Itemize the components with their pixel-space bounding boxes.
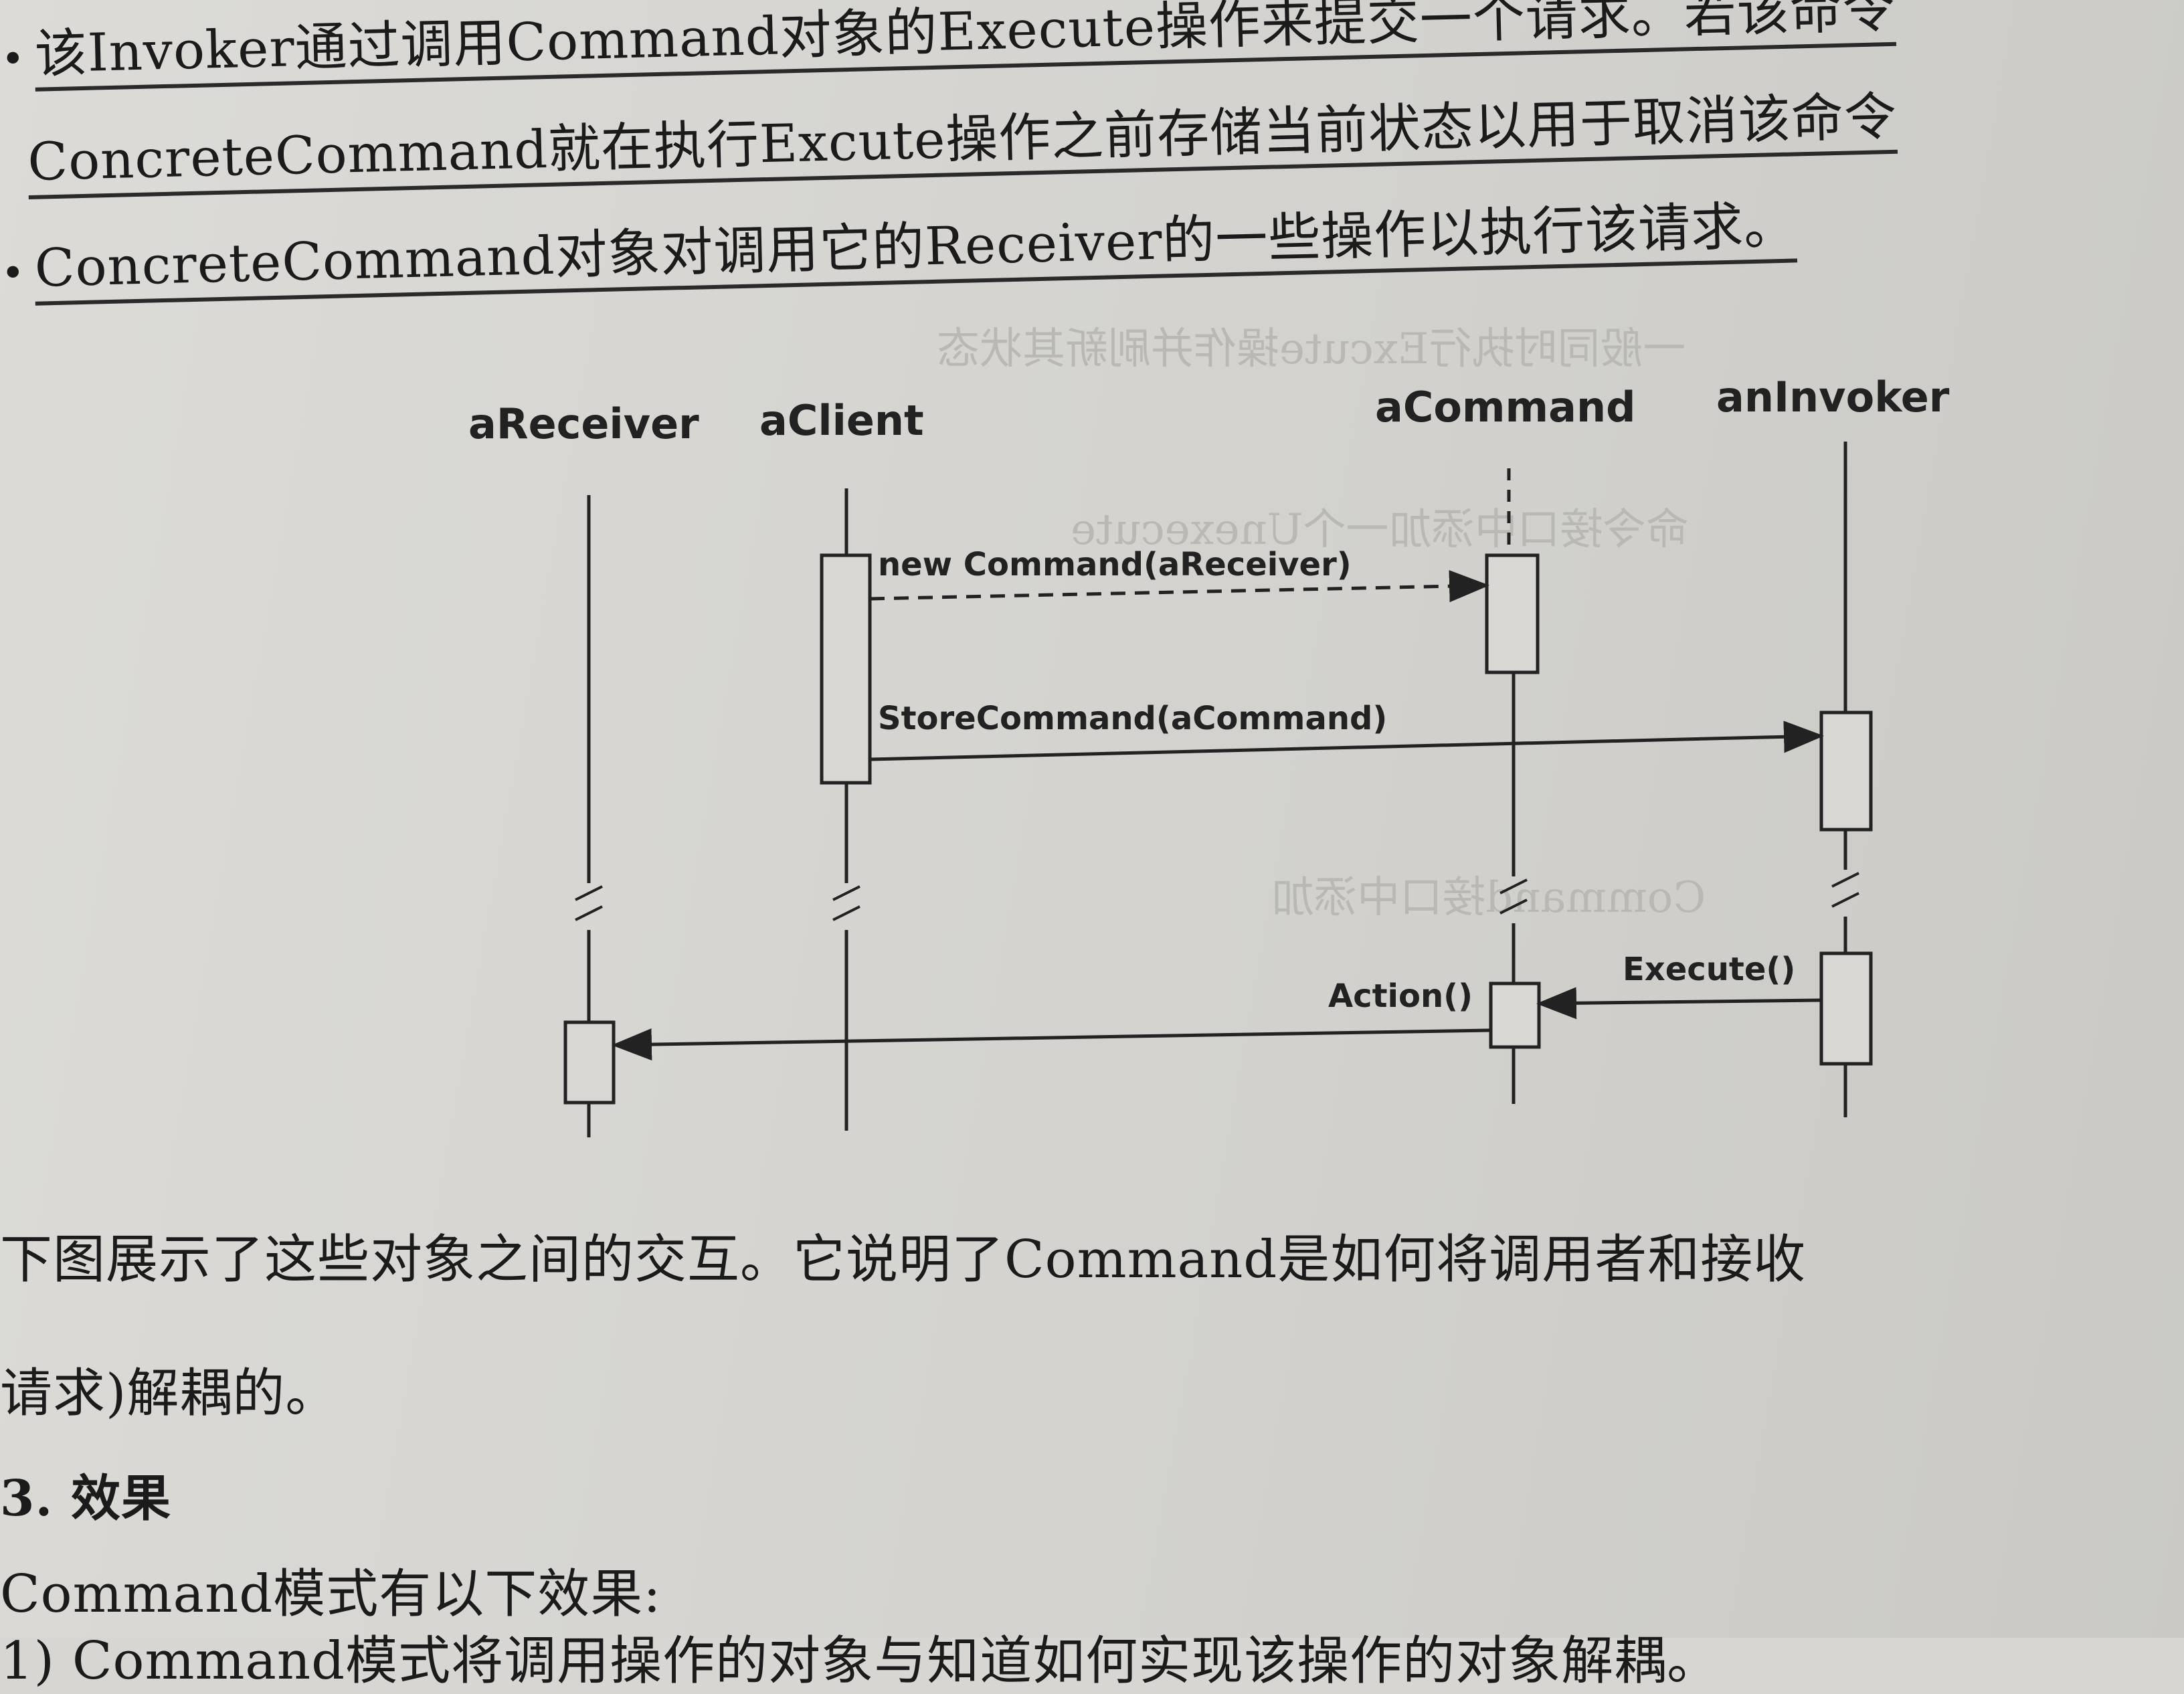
activation-aninvoker-store xyxy=(1819,711,1873,832)
break-mark xyxy=(1831,872,1859,888)
break-mark xyxy=(575,905,603,921)
break-mark xyxy=(1499,899,1528,915)
message-new-command-arrow xyxy=(869,570,1489,603)
participant-aclient: aClient xyxy=(759,396,924,445)
participant-acommand: aCommand xyxy=(1375,383,1636,432)
activation-acommand-action xyxy=(1489,981,1541,1049)
sequence-diagram: aReceiver aClient aCommand anInvoker n xyxy=(468,373,1950,1137)
section-heading: 3. 效果 xyxy=(0,1470,172,1527)
activation-aclient xyxy=(820,553,872,785)
message-execute-arrow xyxy=(1536,987,1821,1020)
break-mark xyxy=(832,885,860,901)
message-execute-label: Execute() xyxy=(1623,951,1795,988)
message-new-command-label: new Command(aReceiver) xyxy=(878,546,1352,583)
body-line-4: 1) Command模式将调用操作的对象与知道如何实现该操作的对象解耦。 xyxy=(0,1631,1720,1691)
body-line-1: 下图展示了这些对象之间的交互。它说明了Command是如何将调用者和接收 xyxy=(0,1230,1807,1290)
body-line-3: Command模式有以下效果: xyxy=(0,1564,662,1624)
activation-aninvoker-execute xyxy=(1819,951,1873,1066)
participant-aninvoker: anInvoker xyxy=(1716,373,1950,421)
message-storecommand-arrow xyxy=(869,721,1824,761)
break-mark xyxy=(832,905,860,921)
break-mark xyxy=(1831,892,1859,908)
message-storecommand-label: StoreCommand(aCommand) xyxy=(878,700,1387,737)
body-line-2: 请求)解耦的。 xyxy=(0,1363,339,1424)
message-action-label: Action() xyxy=(1328,977,1473,1015)
activation-acommand-create xyxy=(1485,553,1540,674)
break-mark xyxy=(575,885,603,901)
message-action-arrow xyxy=(612,1028,1490,1061)
break-mark xyxy=(1499,878,1528,895)
participant-areceiver: aReceiver xyxy=(468,399,699,448)
activation-areceiver xyxy=(563,1020,616,1105)
